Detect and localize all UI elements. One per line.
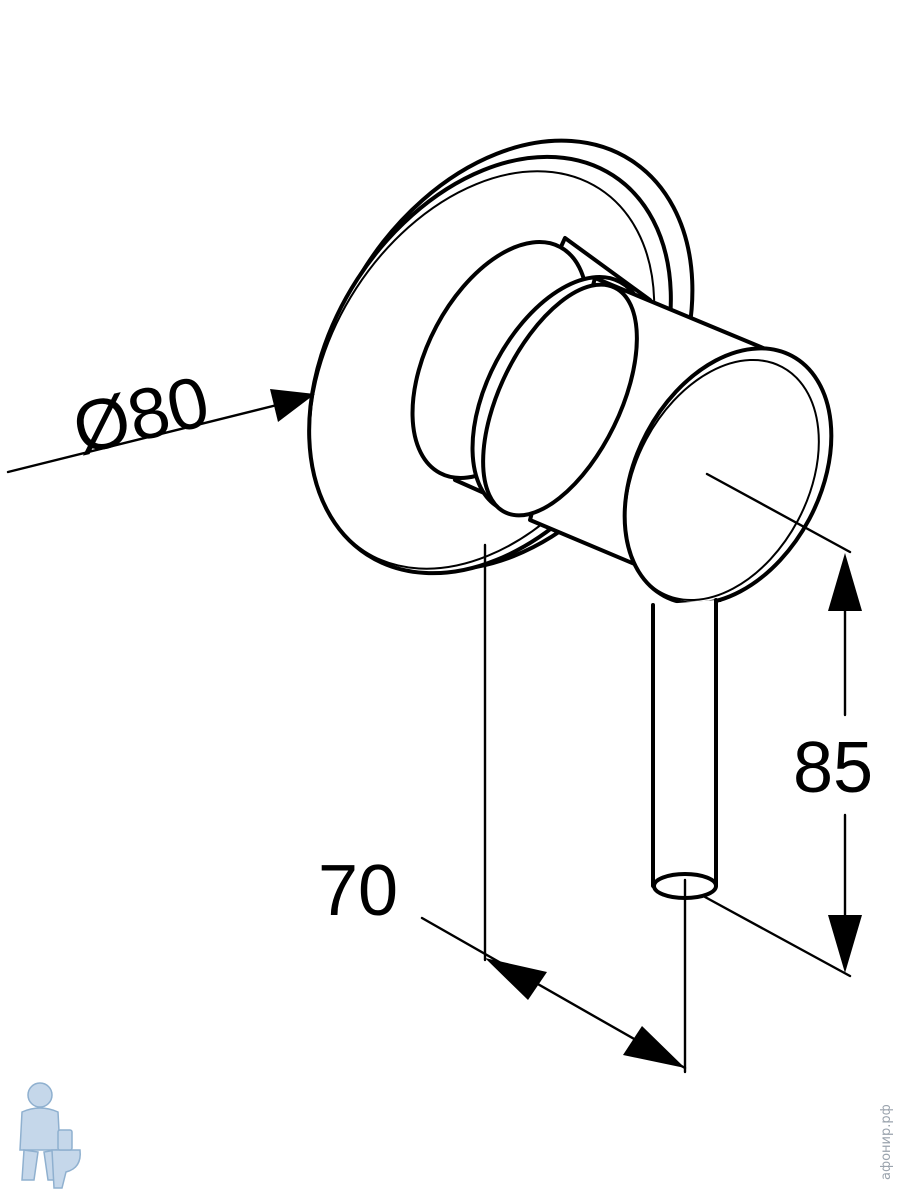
watermark-text: афонир.рф [879, 1104, 894, 1180]
depth-dimension: 70 [318, 543, 687, 1074]
plumber-with-toilet-logo [19, 1082, 81, 1189]
height-label: 85 [793, 728, 873, 808]
handle-knob [481, 276, 834, 606]
diameter-dimension: Ø80 [6, 361, 315, 474]
lever-handle [651, 598, 718, 900]
height-dimension: 85 [703, 472, 873, 978]
diameter-label: Ø80 [66, 361, 217, 470]
depth-label: 70 [318, 851, 398, 931]
